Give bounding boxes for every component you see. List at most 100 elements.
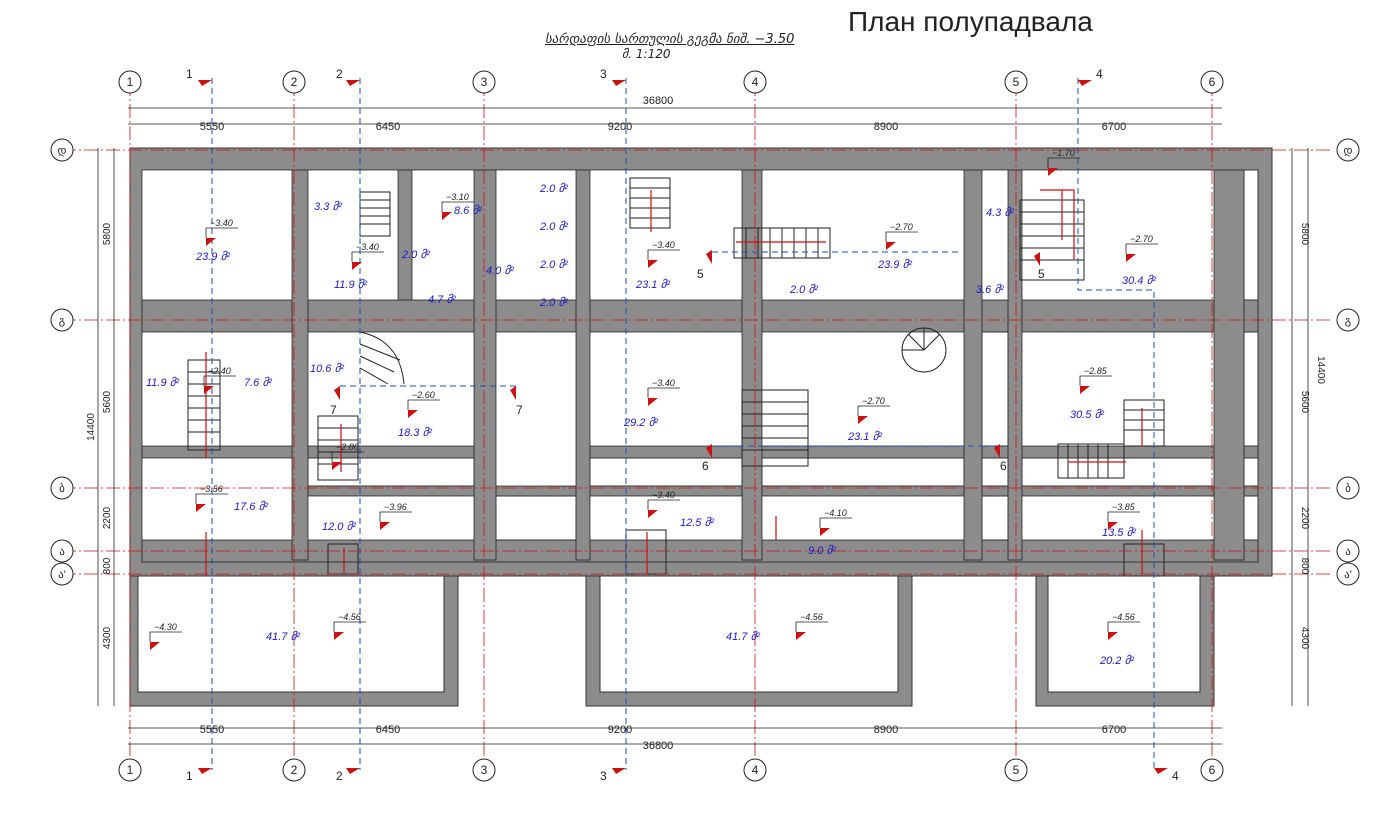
room-area-label: 3.3 მ²	[314, 200, 342, 213]
room-area-label: 17.6 მ²	[234, 500, 268, 513]
svg-text:ა': ა'	[58, 569, 66, 581]
svg-text:−4.56: −4.56	[338, 612, 361, 622]
level-mark: −3.40	[647, 378, 680, 406]
level-mark: −2.85	[1079, 366, 1112, 394]
stair-arrows	[205, 189, 1143, 576]
svg-text:−2.60: −2.60	[412, 390, 435, 400]
level-mark: −2.70	[885, 222, 918, 250]
room-area-label: 11.9 მ²	[146, 376, 179, 389]
section-marker: 3	[600, 67, 626, 86]
svg-text:1: 1	[186, 769, 193, 783]
svg-text:−3.56: −3.56	[200, 484, 223, 494]
room-area-label: 18.3 მ²	[398, 426, 432, 439]
section-marker: 1	[186, 67, 212, 86]
svg-text:ბ: ბ	[59, 482, 65, 495]
svg-text:4: 4	[752, 763, 759, 777]
section-marker: 5	[697, 250, 712, 281]
section-marker: 3	[600, 768, 626, 783]
room-area-label: 20.2 მ²	[1099, 654, 1134, 667]
room-area-label: 13.5 მ²	[1102, 526, 1136, 539]
svg-text:−3.10: −3.10	[446, 192, 469, 202]
axis-bubble-1: 1	[118, 70, 142, 94]
section-markers: 1 2 3 4 1 2 3 4 5 5 6 6 7 7	[186, 67, 1179, 783]
dimension-right: 2200	[1299, 507, 1310, 530]
level-mark: −3.40	[647, 240, 680, 268]
svg-text:ა': ა'	[1344, 569, 1352, 581]
svg-text:1: 1	[186, 67, 193, 81]
axis-bubble-4: 4	[743, 70, 767, 94]
room-area-label: 12.0 მ²	[322, 520, 356, 533]
room-area-label: 12.5 მ²	[680, 516, 714, 529]
level-mark: −4.56	[333, 612, 366, 640]
section-marker: 4	[1078, 67, 1103, 86]
dimension-left: 4300	[102, 626, 113, 649]
dim-total-top: 36800	[643, 95, 674, 107]
axis-bubble-row: ა'	[50, 562, 74, 586]
plan-scale: მ. 1:120	[622, 47, 671, 61]
svg-text:1: 1	[127, 763, 134, 777]
section-marker: 7	[330, 386, 340, 417]
svg-text:−2.80: −2.80	[336, 442, 359, 452]
plan-subtitle: სარდაფის სართულის გეგმა ნიშ. −3.50	[545, 32, 795, 47]
level-mark: −3.40	[205, 218, 238, 246]
axis-bubble-row: დ	[50, 138, 74, 162]
dimension-total-bottom: 36800	[643, 740, 674, 752]
section-cuts	[211, 78, 1155, 770]
svg-text:დ: დ	[58, 145, 67, 157]
svg-text:−3.40: −3.40	[652, 490, 675, 500]
axis-bubble-row: გ	[1336, 308, 1360, 332]
room-area-label: 30.5 მ²	[1070, 408, 1104, 421]
axis-bubble-row: ა	[1336, 539, 1360, 563]
svg-text:5: 5	[1013, 763, 1020, 777]
axis-bubble-2: 2	[282, 70, 306, 94]
level-mark: −4.56	[1107, 612, 1140, 640]
axis-bubble-row: ბ	[50, 476, 74, 500]
room-area-label: 7.6 მ²	[244, 376, 272, 389]
svg-text:−4.56: −4.56	[1112, 612, 1135, 622]
svg-text:2: 2	[336, 769, 343, 783]
room-area-label: 4.3 მ²	[986, 206, 1014, 219]
page-title: План полупадвала	[848, 6, 1093, 37]
room-area-label: 2.0 მ²	[539, 258, 568, 271]
level-mark: −3.85	[1107, 502, 1140, 530]
room-area-label: 2.0 მ²	[789, 283, 818, 296]
dim-spans-top: 5550 6450 9200 8900 6700	[200, 121, 1126, 133]
room-area-label: 4.0 მ²	[486, 264, 514, 277]
section-marker: 6	[994, 444, 1007, 473]
dimension-span: 6450	[376, 121, 400, 133]
section-marker: 2	[336, 67, 360, 86]
room-area-label: 8.6 მ²	[454, 204, 482, 217]
level-mark: −3.10	[441, 192, 474, 220]
svg-text:−4.30: −4.30	[154, 622, 177, 632]
level-mark: −3.56	[195, 484, 228, 512]
level-mark: −2.60	[407, 390, 440, 418]
svg-text:−4.10: −4.10	[824, 508, 847, 518]
room-area-label: 2.0 მ²	[539, 220, 568, 233]
section-marker: 6	[702, 444, 712, 473]
dimension-right: 5800	[1299, 223, 1310, 246]
room-area-label: 23.9 მ²	[877, 258, 912, 271]
room-area-label: 2.0 მ²	[539, 182, 568, 195]
dimension-span: 9200	[608, 121, 632, 133]
level-mark: −2.70	[857, 396, 890, 424]
svg-text:გ: გ	[59, 315, 65, 327]
svg-text:3: 3	[481, 75, 488, 89]
axis-bubble-3: 3	[472, 70, 496, 94]
level-mark: −3.40	[647, 490, 680, 518]
svg-text:−1.70: −1.70	[1052, 148, 1075, 158]
dimension-span: 6700	[1102, 121, 1126, 133]
svg-text:−4.56: −4.56	[800, 612, 823, 622]
axis-gridlines	[62, 82, 1330, 770]
room-area-label: 41.7 მ²	[726, 630, 760, 643]
room-area-label: 10.6 მ²	[310, 362, 344, 375]
svg-text:−2.70: −2.70	[1130, 234, 1153, 244]
room-area-label: 2.0 მ²	[401, 248, 430, 261]
axis-bubble-row: ბ	[1336, 476, 1360, 500]
dimension-left: 800	[102, 557, 113, 574]
dimension-span: 5550	[200, 724, 224, 736]
dimension-left-total: 14400	[86, 413, 97, 441]
level-mark: −2.40	[203, 366, 236, 394]
room-area-label: 4.7 მ²	[428, 293, 456, 306]
dimension-span: 6700	[1102, 724, 1126, 736]
